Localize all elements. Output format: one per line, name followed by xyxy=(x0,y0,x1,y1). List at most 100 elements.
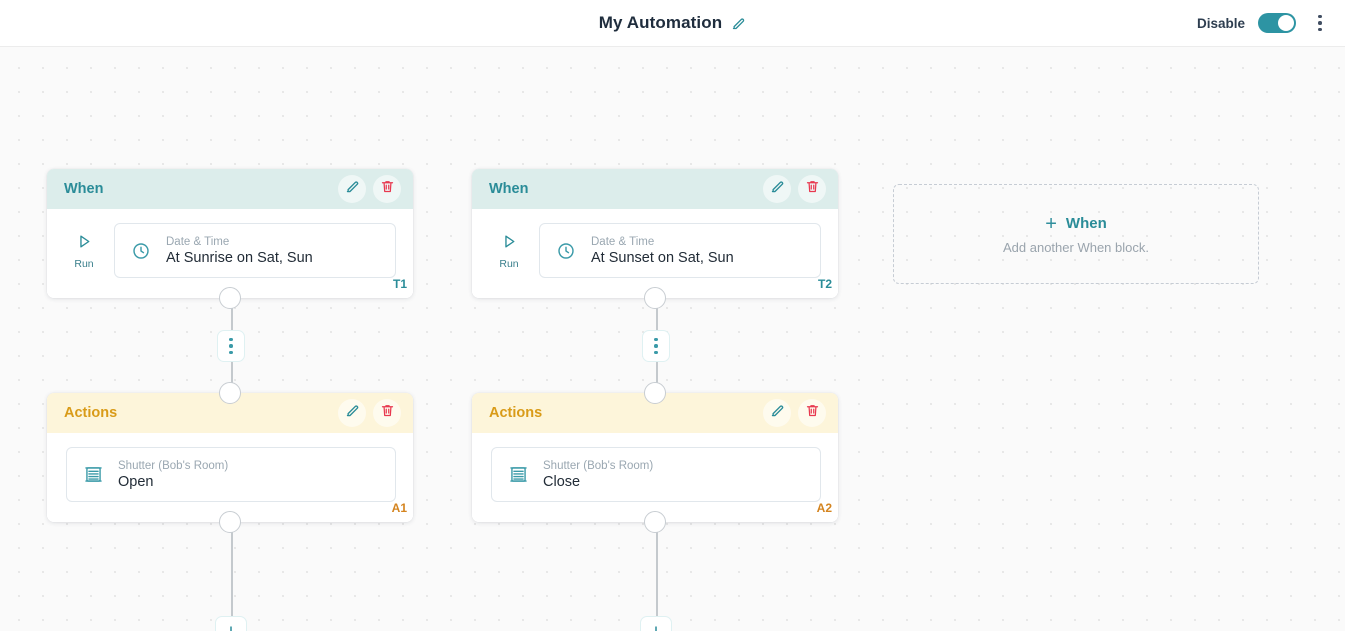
delete-when-button[interactable] xyxy=(798,175,826,203)
action-badge: A1 xyxy=(391,501,407,515)
run-label: Run xyxy=(74,258,94,270)
automation-canvas[interactable]: When xyxy=(0,47,1345,631)
trigger-label: Date & Time xyxy=(166,235,230,248)
actions-card-title: Actions xyxy=(489,405,543,421)
action-value: Open xyxy=(118,473,154,490)
kebab-menu-icon[interactable] xyxy=(1309,11,1331,35)
add-when-row: + When xyxy=(1045,214,1107,234)
add-when-title: When xyxy=(1065,215,1107,232)
actions-card-body: Shutter (Bob's Room) Close A2 xyxy=(472,433,838,522)
run-label: Run xyxy=(499,258,519,270)
trash-icon xyxy=(380,179,395,199)
pencil-icon xyxy=(770,403,785,423)
edit-when-button[interactable] xyxy=(338,175,366,203)
trash-icon xyxy=(805,179,820,199)
when-card-header: When xyxy=(47,169,413,209)
toggle-knob xyxy=(1278,15,1294,31)
pencil-icon xyxy=(345,179,360,199)
actions-card-title: Actions xyxy=(64,405,118,421)
action-badge: A2 xyxy=(816,501,832,515)
dot xyxy=(654,337,658,342)
trash-icon xyxy=(805,403,820,423)
add-step-line xyxy=(656,526,658,616)
plus-icon: + xyxy=(1045,212,1057,235)
action-label: Shutter (Bob's Room) xyxy=(543,459,654,472)
shutter-icon xyxy=(505,464,531,485)
plus-icon: + xyxy=(225,622,237,631)
pencil-icon xyxy=(770,179,785,199)
kebab-dot xyxy=(1318,27,1322,32)
trigger-text: Date & Time At Sunset on Sat, Sun xyxy=(591,236,734,266)
page-title: My Automation xyxy=(598,13,723,32)
connector-node[interactable] xyxy=(219,382,241,404)
connector-node[interactable] xyxy=(219,287,241,309)
trigger-value: At Sunset on Sat, Sun xyxy=(591,249,734,266)
connector-node[interactable] xyxy=(644,382,666,404)
trigger-text: Date & Time At Sunrise on Sat, Sun xyxy=(166,236,313,266)
dot xyxy=(229,350,233,355)
action-item[interactable]: Shutter (Bob's Room) Close A2 xyxy=(491,447,832,515)
edit-actions-button[interactable] xyxy=(763,399,791,427)
action-label: Shutter (Bob's Room) xyxy=(118,459,229,472)
when-card: When xyxy=(47,169,413,309)
delete-actions-button[interactable] xyxy=(798,399,826,427)
add-step-button[interactable]: + xyxy=(215,616,247,631)
trigger-badge: T1 xyxy=(392,277,407,291)
connector-options-button[interactable] xyxy=(217,330,245,362)
play-icon xyxy=(501,233,518,255)
actions-card: Actions xyxy=(47,382,413,533)
when-card-header: When xyxy=(472,169,838,209)
play-icon xyxy=(76,233,93,255)
add-step-line xyxy=(231,526,233,616)
kebab-dot xyxy=(1318,21,1322,25)
add-step-button[interactable]: + xyxy=(640,616,672,631)
clock-icon xyxy=(128,241,154,261)
trigger-item[interactable]: Date & Time At Sunset on Sat, Sun T2 xyxy=(539,223,832,291)
delete-actions-button[interactable] xyxy=(373,399,401,427)
top-bar: My Automation Disable xyxy=(0,0,1345,47)
disable-label: Disable xyxy=(1196,15,1245,31)
when-card-title: When xyxy=(64,181,104,197)
actions-card-body: Shutter (Bob's Room) Open A1 xyxy=(47,433,413,522)
delete-when-button[interactable] xyxy=(373,175,401,203)
add-when-block-placeholder[interactable]: + When Add another When block. xyxy=(893,184,1259,284)
run-button[interactable]: Run xyxy=(64,223,104,270)
when-card-title: When xyxy=(489,181,529,197)
plus-icon: + xyxy=(650,622,662,631)
when-card-body: Run Date & Time At Sunset on Sat, Sun T2 xyxy=(472,209,838,298)
vertical-dots-icon xyxy=(654,337,658,355)
add-when-subtitle: Add another When block. xyxy=(1003,239,1149,255)
top-bar-actions: Disable xyxy=(1197,11,1331,35)
trigger-value: At Sunrise on Sat, Sun xyxy=(166,249,313,266)
vertical-dots-icon xyxy=(229,337,233,355)
shutter-icon xyxy=(80,464,106,485)
edit-actions-button[interactable] xyxy=(338,399,366,427)
trigger-item[interactable]: Date & Time At Sunrise on Sat, Sun T1 xyxy=(114,223,407,291)
connector-node[interactable] xyxy=(644,287,666,309)
connector-options-button[interactable] xyxy=(642,330,670,362)
dot xyxy=(229,344,233,348)
dot xyxy=(654,350,658,355)
action-text: Shutter (Bob's Room) Open xyxy=(118,460,228,490)
automation-title-group: My Automation xyxy=(0,13,1345,33)
action-item[interactable]: Shutter (Bob's Room) Open A1 xyxy=(66,447,407,515)
when-card-body: Run Date & Time At Sunrise on Sat, Sun T… xyxy=(47,209,413,298)
pencil-icon[interactable] xyxy=(731,16,746,31)
pencil-icon xyxy=(345,403,360,423)
action-value: Close xyxy=(543,473,581,490)
trash-icon xyxy=(380,403,395,423)
dot xyxy=(229,337,233,342)
trigger-badge: T2 xyxy=(817,277,832,291)
trigger-label: Date & Time xyxy=(591,235,655,248)
dot xyxy=(654,344,658,348)
enable-disable-toggle[interactable] xyxy=(1258,13,1296,33)
connector-node[interactable] xyxy=(644,511,666,533)
when-card: When xyxy=(472,169,838,309)
connector-node[interactable] xyxy=(219,511,241,533)
kebab-dot xyxy=(1318,14,1322,19)
run-button[interactable]: Run xyxy=(489,223,529,270)
actions-card: Actions xyxy=(472,382,838,533)
clock-icon xyxy=(553,241,579,261)
edit-when-button[interactable] xyxy=(763,175,791,203)
action-text: Shutter (Bob's Room) Close xyxy=(543,460,653,490)
